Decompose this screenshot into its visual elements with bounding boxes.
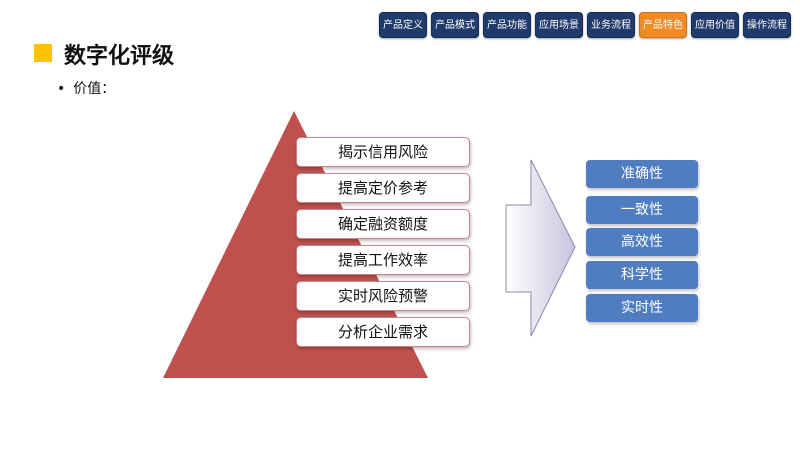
quality-box-efficiency: 高效性 <box>586 228 698 256</box>
quality-box-consistency: 一致性 <box>586 196 698 224</box>
tab-business-process[interactable]: 业务流程 <box>587 12 635 38</box>
pyramid-item: 确定融资额度 <box>296 209 470 239</box>
quality-box-realtime: 实时性 <box>586 294 698 322</box>
tab-product-function[interactable]: 产品功能 <box>483 12 531 38</box>
pyramid-item: 实时风险预警 <box>296 281 470 311</box>
bullet-point: • 价值： <box>57 78 115 98</box>
quality-box-accuracy: 准确性 <box>586 160 698 188</box>
tab-product-features[interactable]: 产品特色 <box>639 12 687 38</box>
quality-box-scientific: 科学性 <box>586 261 698 289</box>
page-title: 数字化评级 <box>64 44 175 69</box>
tab-product-mode[interactable]: 产品模式 <box>431 12 479 38</box>
bullet-dot-icon: • <box>57 81 66 97</box>
arrow-shape <box>505 159 576 337</box>
tab-application-scenario[interactable]: 应用场景 <box>535 12 583 38</box>
tab-application-value[interactable]: 应用价值 <box>691 12 739 38</box>
tab-product-definition[interactable]: 产品定义 <box>379 12 427 38</box>
pyramid-item: 提高工作效率 <box>296 245 470 275</box>
pyramid-shape <box>163 111 428 378</box>
title-square-icon <box>34 44 52 62</box>
bullet-text: 价值： <box>73 81 116 97</box>
pyramid-item: 揭示信用风险 <box>296 137 470 167</box>
pyramid-item: 分析企业需求 <box>296 317 470 347</box>
tab-operation-process[interactable]: 操作流程 <box>743 12 791 38</box>
pyramid-item: 提高定价参考 <box>296 173 470 203</box>
top-nav: 产品定义 产品模式 产品功能 应用场景 业务流程 产品特色 应用价值 操作流程 <box>379 12 791 38</box>
